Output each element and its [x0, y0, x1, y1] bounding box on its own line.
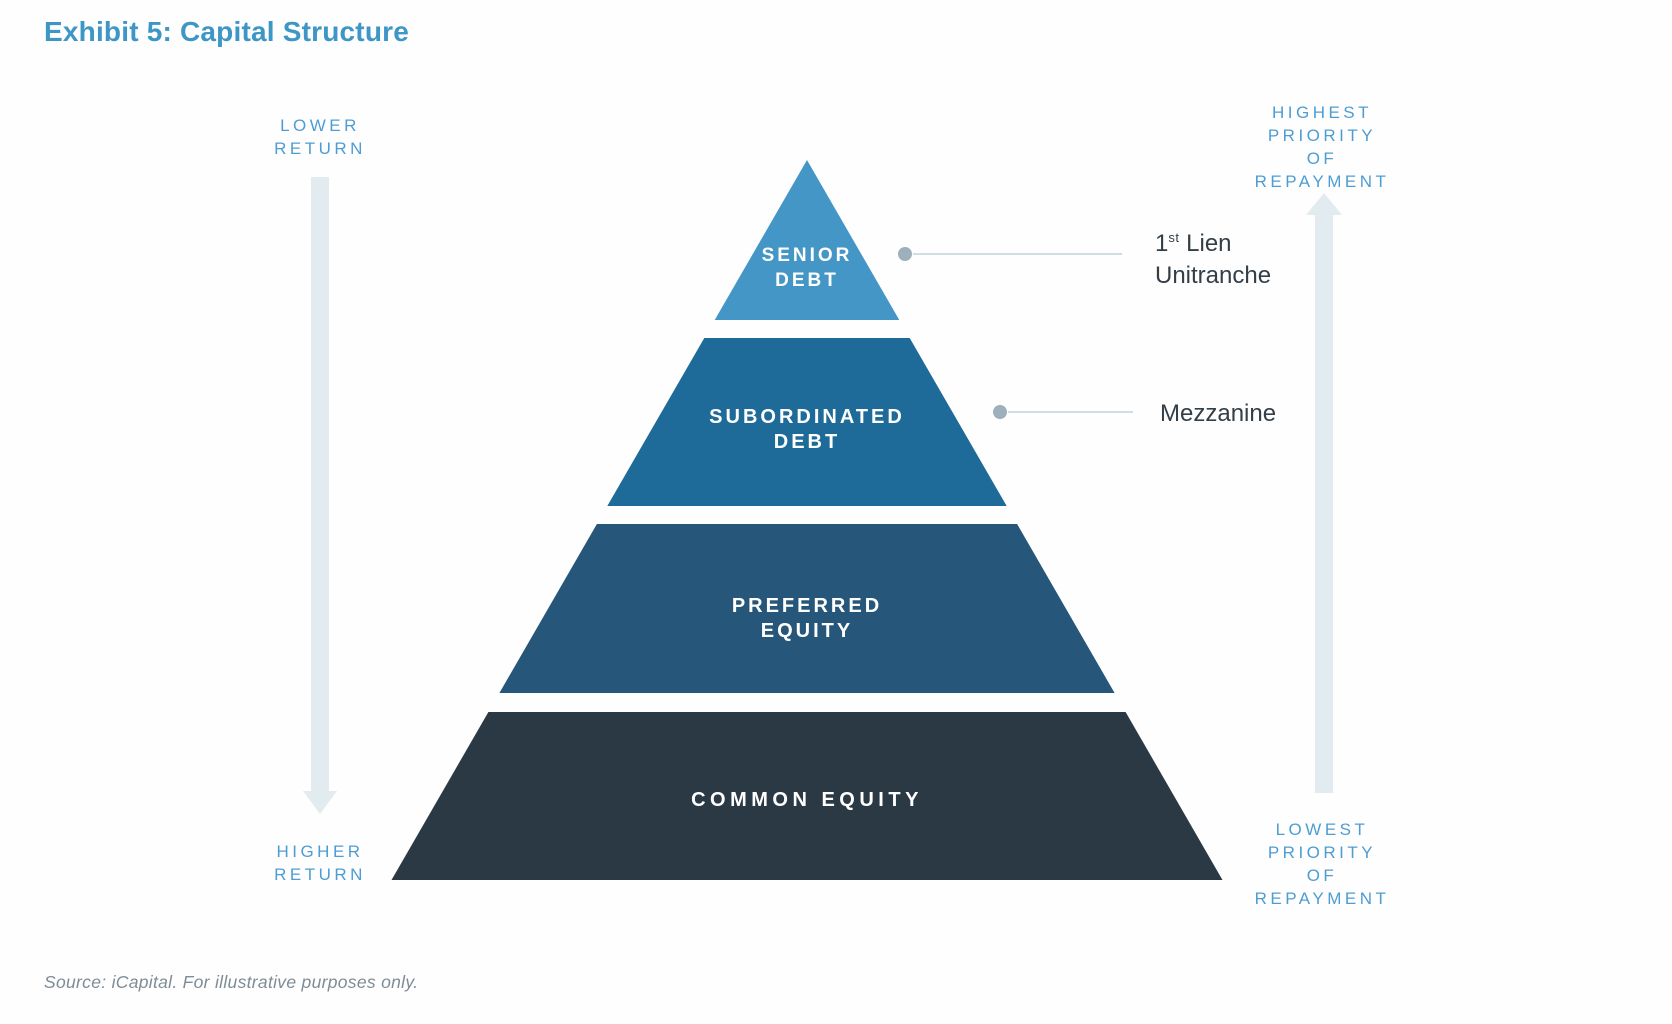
mezzanine-annotation: Mezzanine: [1160, 398, 1276, 430]
annotation-line: 1st Lien: [1155, 222, 1271, 260]
axis-label-line: RETURN: [274, 865, 366, 884]
higher-return-label: HIGHER RETURN: [210, 840, 430, 886]
tier-subordinated-debt-shape: [607, 338, 1007, 506]
lowest-priority-label: LOWEST PRIORITY OF REPAYMENT: [1212, 818, 1432, 910]
tier-label-line: SENIOR: [761, 245, 853, 266]
annotation-text: Lien: [1179, 230, 1232, 257]
annotation-line: Unitranche: [1155, 262, 1272, 289]
mezzanine-connector-dot: [993, 405, 1007, 419]
first-lien-annotation: 1st Lien Unitranche: [1155, 222, 1271, 292]
tier-label-line: DEBT: [773, 431, 841, 453]
first-lien-connector-dot: [898, 247, 912, 261]
axis-label-line: LOWEST: [1275, 820, 1369, 839]
tier-label-line: COMMON EQUITY: [691, 789, 923, 811]
page-title: Exhibit 5: Capital Structure: [44, 16, 409, 47]
annotation-line: Mezzanine: [1160, 400, 1277, 427]
axis-label-line: RETURN: [274, 139, 366, 158]
lower-return-label: LOWER RETURN: [210, 114, 430, 160]
axis-label-line: REPAYMENT: [1254, 172, 1390, 191]
highest-priority-label: HIGHEST PRIORITY OF REPAYMENT: [1212, 101, 1432, 193]
axis-label-line: LOWER: [280, 116, 360, 135]
tier-label-subordinated-debt: SUBORDINATED DEBT: [657, 405, 957, 455]
tier-label-line: EQUITY: [760, 620, 854, 642]
tier-label-senior-debt: SENIOR DEBT: [657, 243, 957, 293]
axis-label-line: HIGHEST: [1271, 103, 1373, 122]
annotation-text: 1: [1155, 230, 1169, 257]
tier-common-equity-shape: [391, 712, 1223, 880]
axis-label-line: OF: [1306, 866, 1338, 885]
annotation-superscript: st: [1168, 230, 1180, 245]
tier-preferred-equity-shape: [499, 524, 1115, 693]
tier-label-line: PREFERRED: [731, 595, 883, 617]
priority-of-repayment-arrow-icon: [1306, 193, 1342, 793]
axis-label-line: OF: [1306, 149, 1338, 168]
tier-label-common-equity: COMMON EQUITY: [607, 788, 1007, 813]
source-note: Source: iCapital. For illustrative purpo…: [44, 972, 419, 992]
axis-label-line: PRIORITY: [1267, 843, 1377, 862]
tier-label-preferred-equity: PREFERRED EQUITY: [657, 594, 957, 644]
axis-label-line: REPAYMENT: [1254, 889, 1390, 908]
axis-label-line: HIGHER: [276, 842, 364, 861]
tier-label-line: DEBT: [775, 270, 839, 291]
tier-senior-debt-shape: [714, 160, 900, 320]
tier-label-line: SUBORDINATED: [709, 406, 905, 428]
lower-to-higher-return-arrow-icon: [303, 177, 337, 814]
axis-label-line: PRIORITY: [1267, 126, 1377, 145]
